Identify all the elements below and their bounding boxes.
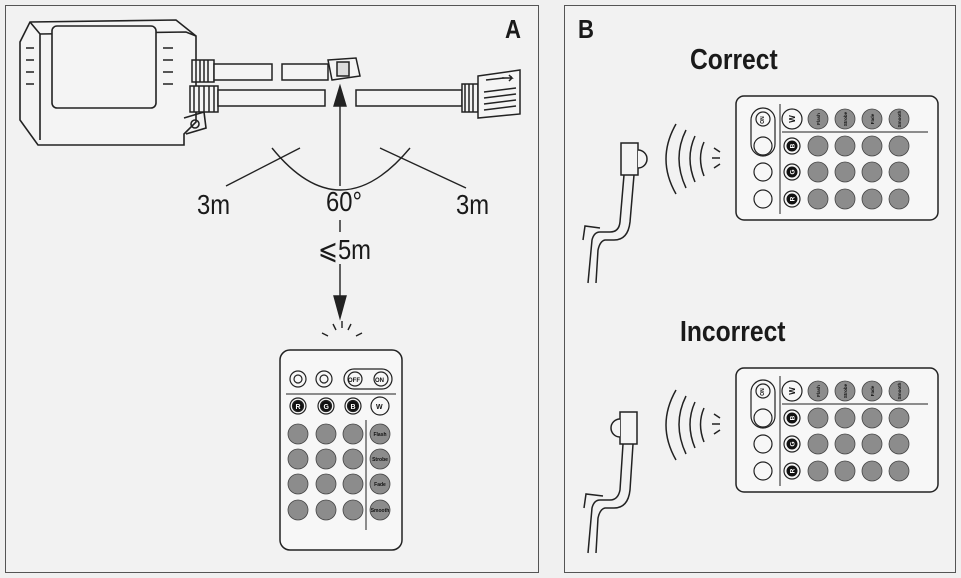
w-label: W	[376, 404, 383, 411]
remote-button	[834, 135, 856, 157]
remote-button	[861, 407, 883, 429]
on-label: ON	[375, 378, 384, 384]
off-label: OFF	[348, 378, 360, 384]
remote-button	[888, 460, 910, 482]
color-label: G	[790, 441, 797, 446]
remote-button	[861, 460, 883, 482]
mode-label: Smooth	[897, 110, 902, 127]
incorrect-caption: Incorrect	[680, 316, 786, 348]
remote-button	[861, 433, 883, 455]
fade-label: Fade	[374, 482, 386, 488]
angle-label: 60°	[326, 186, 362, 217]
remote-button	[834, 433, 856, 455]
remote-button	[861, 188, 883, 210]
mode-label: Fade	[870, 385, 875, 396]
correct-caption: Correct	[690, 44, 778, 76]
remote-button	[342, 473, 364, 495]
remote-button	[342, 499, 364, 521]
remote-button	[861, 135, 883, 157]
panel-a-letter: A	[505, 14, 521, 44]
remote-button	[287, 423, 309, 445]
led-controller-box	[19, 19, 207, 146]
remote-button	[342, 423, 364, 445]
flash-label: Flash	[373, 432, 386, 438]
reception-angle-diagram	[225, 83, 467, 337]
smooth-label: Smooth	[371, 508, 390, 514]
remote-button	[861, 161, 883, 183]
remote-button	[834, 407, 856, 429]
mode-label: Strobe	[843, 111, 848, 126]
range-label: ⩽5m	[318, 234, 372, 265]
w-label: W	[788, 115, 797, 123]
r-label: R	[296, 404, 301, 411]
remote-button	[807, 188, 829, 210]
remote-button	[888, 161, 910, 183]
remote-button	[315, 423, 337, 445]
w-label: W	[788, 387, 797, 395]
remote-button	[287, 448, 309, 470]
b-label: B	[351, 404, 356, 411]
color-label: R	[790, 468, 797, 473]
remote-button	[888, 407, 910, 429]
remote-button	[807, 433, 829, 455]
remote-button	[287, 473, 309, 495]
remote-button	[287, 499, 309, 521]
color-label: B	[790, 415, 797, 420]
mode-label: Flash	[816, 385, 821, 397]
remote-button	[807, 407, 829, 429]
mode-label: Strobe	[843, 383, 848, 398]
remote-button	[807, 460, 829, 482]
right-distance-label: 3m	[456, 189, 490, 220]
remote-a: OFF ON R G B W Flash Strobe Fade Smooth	[279, 349, 403, 551]
left-distance-label: 3m	[197, 189, 231, 220]
on-label: ON	[760, 116, 766, 124]
remote-button	[834, 161, 856, 183]
color-label: R	[790, 196, 797, 201]
remote-button	[807, 161, 829, 183]
mode-label: Flash	[816, 113, 821, 125]
color-label: B	[790, 143, 797, 148]
g-label: G	[324, 404, 330, 411]
remote-button	[807, 135, 829, 157]
color-label: G	[790, 169, 797, 174]
remote-b-incorrect: ONOFFWFlashStrobeFadeSmoothBGR	[735, 367, 939, 493]
strobe-label: Strobe	[372, 457, 388, 463]
remote-button	[834, 188, 856, 210]
remote-button	[888, 188, 910, 210]
remote-button	[315, 473, 337, 495]
remote-button	[834, 460, 856, 482]
mode-label: Fade	[870, 113, 875, 124]
panel-b-letter: B	[578, 14, 594, 44]
remote-button	[315, 448, 337, 470]
remote-button	[315, 499, 337, 521]
ir-receiver-correct	[582, 123, 721, 284]
remote-button	[888, 433, 910, 455]
remote-button	[342, 448, 364, 470]
controller-cables	[189, 57, 521, 119]
remote-b-correct: ONOFFWFlashStrobeFadeSmoothBGR	[735, 95, 939, 221]
on-label: ON	[760, 388, 766, 396]
ir-receiver-incorrect	[583, 389, 721, 554]
mode-label: Smooth	[897, 382, 902, 399]
remote-button	[888, 135, 910, 157]
